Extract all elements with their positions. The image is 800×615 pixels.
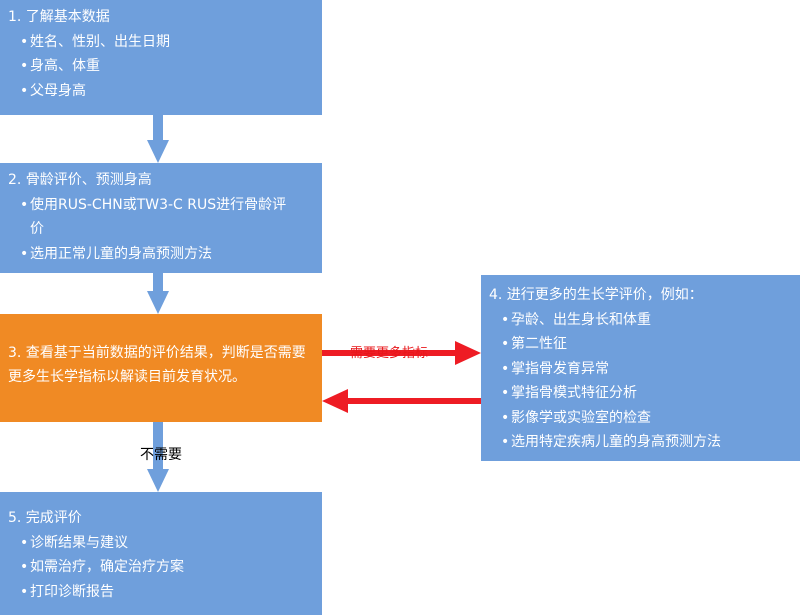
step4-title: 4. 进行更多的生长学评价，例如： xyxy=(489,287,703,303)
step1-list: 姓名、性别、出生日期 身高、体重 父母身高 xyxy=(8,30,314,104)
list-item: 打印诊断报告 xyxy=(8,580,314,605)
list-item: 第二性征 xyxy=(489,332,792,357)
step1-box: 1. 了解基本数据 姓名、性别、出生日期 身高、体重 父母身高 xyxy=(0,0,322,115)
list-item: 父母身高 xyxy=(8,79,314,104)
step2-box: 2. 骨龄评价、预测身高 使用RUS-CHN或TW3-C RUS进行骨龄评价 选… xyxy=(0,163,322,273)
step3-box: 3. 查看基于当前数据的评价结果，判断是否需要更多生长学指标以解读目前发育状况。 xyxy=(0,314,322,422)
step1-title: 1. 了解基本数据 xyxy=(8,9,110,25)
list-item: 掌指骨模式特征分析 xyxy=(489,381,792,406)
list-item: 使用RUS-CHN或TW3-C RUS进行骨龄评价 xyxy=(8,193,314,242)
step3-text: 3. 查看基于当前数据的评价结果，判断是否需要更多生长学指标以解读目前发育状况。 xyxy=(8,345,306,385)
step2-list: 使用RUS-CHN或TW3-C RUS进行骨龄评价 选用正常儿童的身高预测方法 xyxy=(8,193,314,267)
arrow-step2-to-step3 xyxy=(147,273,169,314)
list-item: 诊断结果与建议 xyxy=(8,531,314,556)
arrow-step4-to-step3 xyxy=(322,389,481,413)
step5-box: 5. 完成评价 诊断结果与建议 如需治疗，确定治疗方案 打印诊断报告 xyxy=(0,492,322,615)
list-item: 选用特定疾病儿童的身高预测方法 xyxy=(489,430,792,455)
list-item: 姓名、性别、出生日期 xyxy=(8,30,314,55)
step5-title: 5. 完成评价 xyxy=(8,510,82,526)
edge-label-not-needed: 不需要 xyxy=(140,447,182,463)
step5-list: 诊断结果与建议 如需治疗，确定治疗方案 打印诊断报告 xyxy=(8,531,314,605)
list-item: 如需治疗，确定治疗方案 xyxy=(8,555,314,580)
step4-box: 4. 进行更多的生长学评价，例如： 孕龄、出生身长和体重 第二性征 掌指骨发育异… xyxy=(481,275,800,461)
list-item: 掌指骨发育异常 xyxy=(489,357,792,382)
arrow-step3-to-step5 xyxy=(147,422,169,492)
step2-title: 2. 骨龄评价、预测身高 xyxy=(8,172,152,188)
step4-list: 孕龄、出生身长和体重 第二性征 掌指骨发育异常 掌指骨模式特征分析 影像学或实验… xyxy=(489,308,792,455)
list-item: 身高、体重 xyxy=(8,54,314,79)
arrow-step3-to-step4 xyxy=(322,341,481,365)
list-item: 孕龄、出生身长和体重 xyxy=(489,308,792,333)
edge-label-need-more: 需要更多指标 xyxy=(350,346,429,361)
list-item: 选用正常儿童的身高预测方法 xyxy=(8,242,314,267)
list-item: 影像学或实验室的检查 xyxy=(489,406,792,431)
arrow-step1-to-step2 xyxy=(147,115,169,163)
